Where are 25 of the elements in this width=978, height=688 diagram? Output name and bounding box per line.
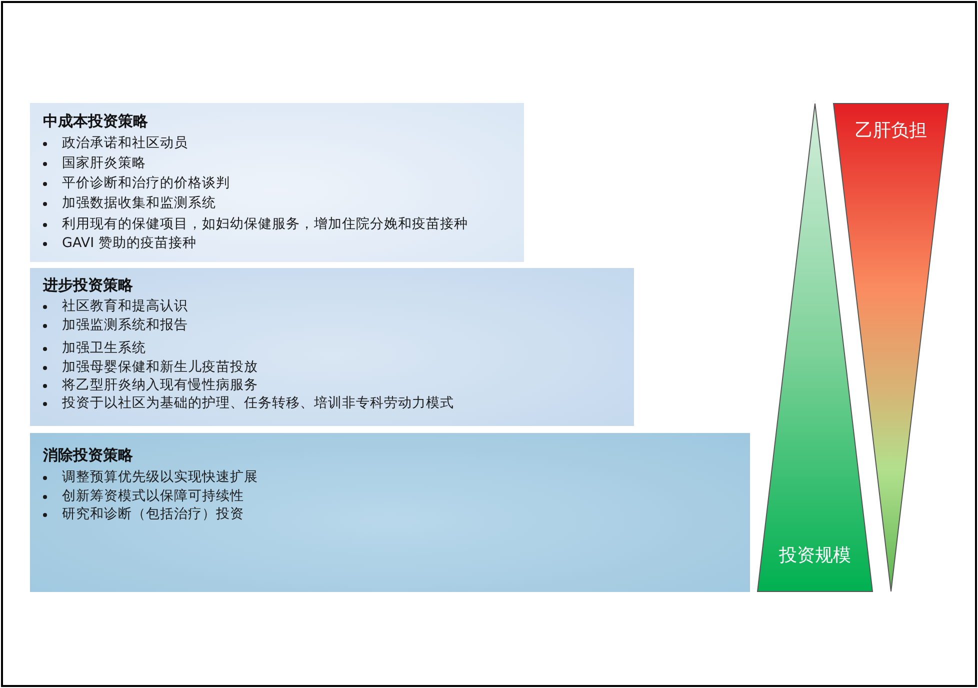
bullet-item: 加强母婴保健和新生儿疫苗投放 xyxy=(62,358,258,377)
bullet-item: 国家肝炎策略 xyxy=(62,154,146,173)
strategy-panel xyxy=(30,433,750,592)
panel-heading: 消除投资策略 xyxy=(43,446,133,465)
downward-triangle xyxy=(833,103,949,592)
bullet-item: 加强数据收集和监测系统 xyxy=(62,194,216,213)
panel-heading: 中成本投资策略 xyxy=(43,112,148,131)
bullet-item: 将乙型肝炎纳入现有慢性病服务 xyxy=(62,376,258,395)
bullet-item: 利用现有的保健项目，如妇幼保健服务，增加住院分娩和疫苗接种 xyxy=(62,215,468,234)
bullet-item: 社区教育和提高认识 xyxy=(62,297,188,316)
bullet-item: 政治承诺和社区动员 xyxy=(62,134,188,153)
bullet-item: GAVI 赞助的疫苗接种 xyxy=(62,234,196,253)
panel-heading: 进步投资策略 xyxy=(43,276,133,295)
bullet-item: 创新筹资模式以保障可持续性 xyxy=(62,487,244,506)
bullet-item: 平价诊断和治疗的价格谈判 xyxy=(62,174,230,193)
bullet-item: 加强卫生系统 xyxy=(62,339,146,358)
bullet-item: 调整预算优先级以实现快速扩展 xyxy=(62,468,258,487)
bullet-item: 投资于以社区为基础的护理、任务转移、培训非专科劳动力模式 xyxy=(62,394,454,413)
triangle-label: 乙肝负担 xyxy=(855,119,927,143)
strategy-panel xyxy=(30,103,524,262)
bullet-item: 加强监测系统和报告 xyxy=(62,316,188,335)
upward-triangle xyxy=(757,103,873,592)
triangle-label: 投资规模 xyxy=(779,544,851,568)
strategy-panel xyxy=(30,268,634,426)
bullet-item: 研究和诊断（包括治疗）投资 xyxy=(62,505,244,524)
